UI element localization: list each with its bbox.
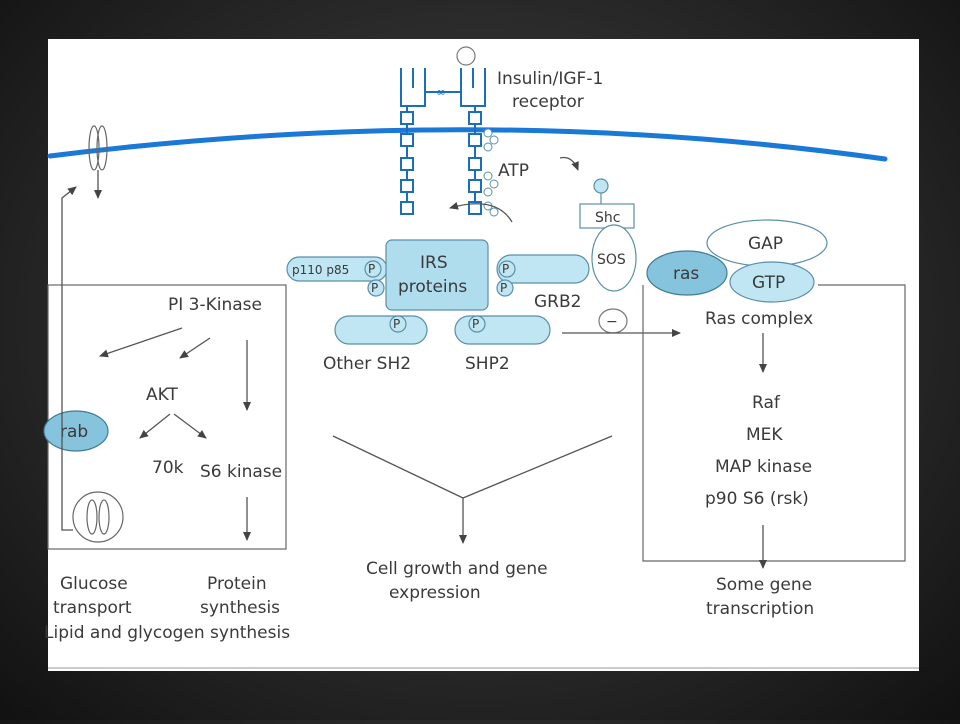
irs-label-line2: proteins xyxy=(398,277,467,297)
atp-label: ATP xyxy=(498,161,529,181)
growth-arrow-right xyxy=(462,435,613,499)
protein-label-line1: Protein xyxy=(207,574,267,594)
svg-text:P: P xyxy=(371,281,378,295)
irs-proteins-box xyxy=(385,239,489,311)
growth-label-line2: expression xyxy=(389,583,481,603)
phosphorylation-arrow xyxy=(449,201,513,223)
raf-label: Raf xyxy=(752,393,781,413)
svg-text:P: P xyxy=(502,262,509,276)
gap-label: GAP xyxy=(748,234,783,254)
shp2-label: SHP2 xyxy=(465,354,510,374)
svg-text:P: P xyxy=(368,262,375,276)
ras-oval xyxy=(646,250,728,296)
gtp-label: GTP xyxy=(752,273,785,293)
sos-label: SOS xyxy=(597,252,626,268)
growth-label-line1: Cell growth and gene xyxy=(366,559,548,579)
mek-label: MEK xyxy=(746,425,783,445)
pi3k-arrow-akt xyxy=(179,337,211,359)
insulin-receptor: ∞ Insulin/IGF-1 receptor xyxy=(400,46,603,217)
irs-label-line1: IRS xyxy=(420,253,448,273)
svg-text:P: P xyxy=(393,317,400,331)
glut-transporter-membrane xyxy=(88,125,108,199)
akt-arrow-70k xyxy=(139,413,171,439)
akt-arrow-s6 xyxy=(173,413,207,439)
rab-oval xyxy=(43,410,109,452)
other-sh2-label: Other SH2 xyxy=(323,354,411,374)
glucose-label-line1: Glucose xyxy=(60,574,128,594)
svg-text:P: P xyxy=(472,317,479,331)
svg-text:Shc: Shc xyxy=(595,210,620,226)
lipid-glycogen-label: Lipid and glycogen synthesis xyxy=(44,623,290,643)
svg-text:P: P xyxy=(500,281,507,295)
irs-complex: p110 p85 IRS proteins P P P P P P xyxy=(286,239,590,345)
gene-label-line1: Some gene xyxy=(716,575,812,595)
cell-membrane xyxy=(47,127,888,162)
shp2-capsule xyxy=(454,315,551,345)
rab-label: rab xyxy=(60,422,88,442)
glucose-label-line2: transport xyxy=(53,598,132,618)
p90-label: p90 S6 (rsk) xyxy=(705,489,809,509)
growth-arrow-left xyxy=(332,435,464,499)
pi3k-arrow-glucose xyxy=(99,327,183,358)
s6-kinase-label: S6 kinase xyxy=(200,462,282,482)
akt-label: AKT xyxy=(146,385,178,405)
k70-label: 70k xyxy=(152,458,184,478)
glut-recycling-arrow xyxy=(61,186,77,531)
receptor-label-line1: Insulin/IGF-1 xyxy=(497,69,603,89)
receptor-label-line2: receptor xyxy=(512,92,584,112)
mapk-pathway-box xyxy=(642,284,906,562)
svg-text:p110 p85: p110 p85 xyxy=(292,263,349,277)
inhibition-sign: − xyxy=(606,314,618,330)
glut-vesicle xyxy=(72,491,124,543)
gtp-oval xyxy=(729,261,815,303)
shc-box: Shc xyxy=(579,178,635,229)
map-kinase-label: MAP kinase xyxy=(715,457,812,477)
ras-complex-label: Ras complex xyxy=(705,309,813,329)
gene-label-line2: transcription xyxy=(706,599,814,619)
pi3k-title: PI 3-Kinase xyxy=(168,295,262,315)
other-sh2-capsule xyxy=(334,315,428,345)
atp-arrow xyxy=(559,156,579,171)
sos-oval xyxy=(591,224,637,292)
ras-label: ras xyxy=(673,264,699,284)
grb2-label: GRB2 xyxy=(534,292,581,312)
svg-text:∞: ∞ xyxy=(436,85,446,99)
pi3k-pathway-box xyxy=(47,284,287,550)
protein-label-line2: synthesis xyxy=(200,598,280,618)
grb2-capsule xyxy=(496,254,590,284)
insulin-ligand xyxy=(456,46,476,66)
